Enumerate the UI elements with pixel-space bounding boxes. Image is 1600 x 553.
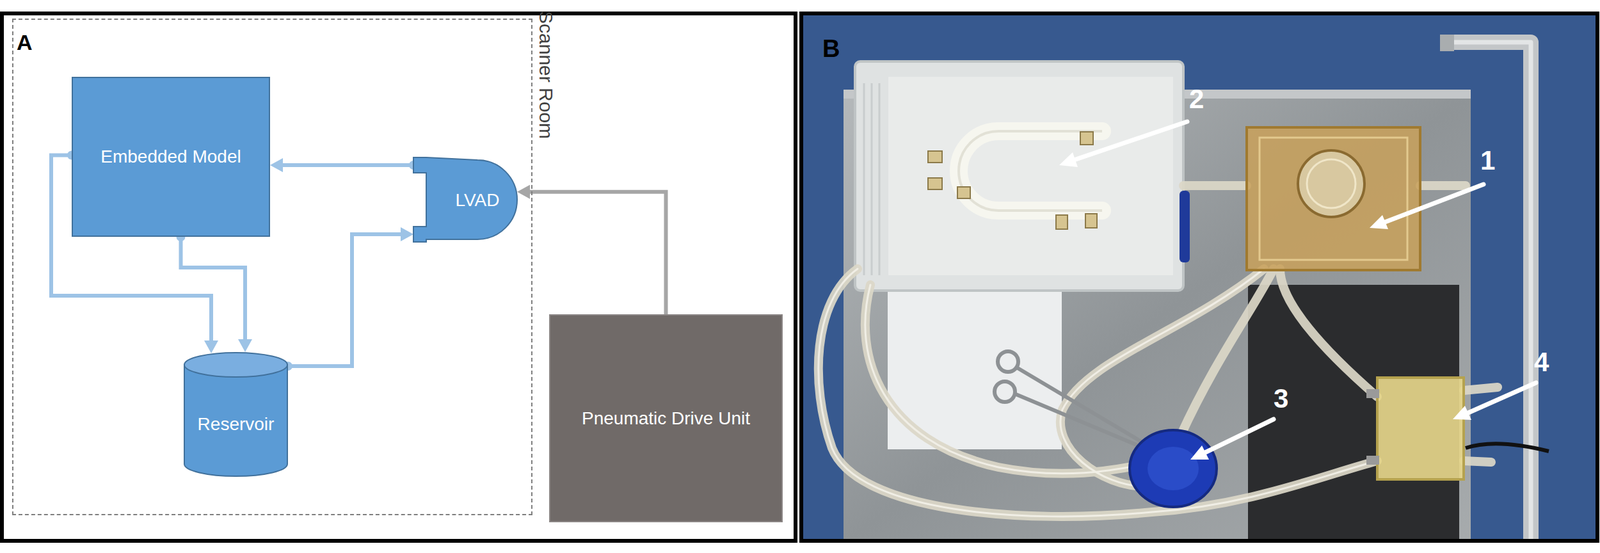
connector-line (528, 192, 667, 315)
reservoir-cylinder: Reservoir (183, 352, 288, 477)
arrow-head (270, 158, 283, 173)
scanner-room-region: Scanner RoomEmbedded ModelLVADReservoir (12, 18, 533, 516)
panel-frame (1, 13, 796, 541)
arrow-head (204, 340, 219, 354)
process-box: Embedded Model (71, 76, 271, 237)
photo-illustration (803, 15, 1596, 539)
region-label: Scanner Room (535, 10, 557, 139)
panel-letter: A (16, 30, 33, 55)
arrow-head (238, 339, 253, 352)
node-label: LVAD (431, 189, 500, 212)
callout-number: 2 (1189, 84, 1204, 114)
panel-ground (1, 13, 796, 541)
flow-connector (270, 158, 418, 173)
callout-number: 4 (1534, 347, 1549, 377)
pump-symbol: LVAD (413, 154, 518, 246)
node-label: Pneumatic Drive Unit (581, 407, 751, 430)
connector-line (181, 236, 246, 341)
node-label: Embedded Model (100, 145, 241, 168)
flow-connector (283, 227, 414, 371)
panel-frame (801, 13, 1598, 541)
flow-connector (517, 184, 667, 315)
panel-letter: B (822, 35, 840, 63)
node-label: Reservoir (197, 394, 275, 436)
connector-line (288, 234, 402, 367)
callout-number: 3 (1273, 384, 1289, 414)
connector-line (281, 163, 414, 168)
arrow-head (400, 227, 414, 242)
drive-unit-box: Pneumatic Drive Unit (549, 314, 783, 523)
callout-number: 1 (1480, 145, 1496, 176)
arrow-head (517, 184, 530, 200)
flow-connector (176, 232, 253, 352)
